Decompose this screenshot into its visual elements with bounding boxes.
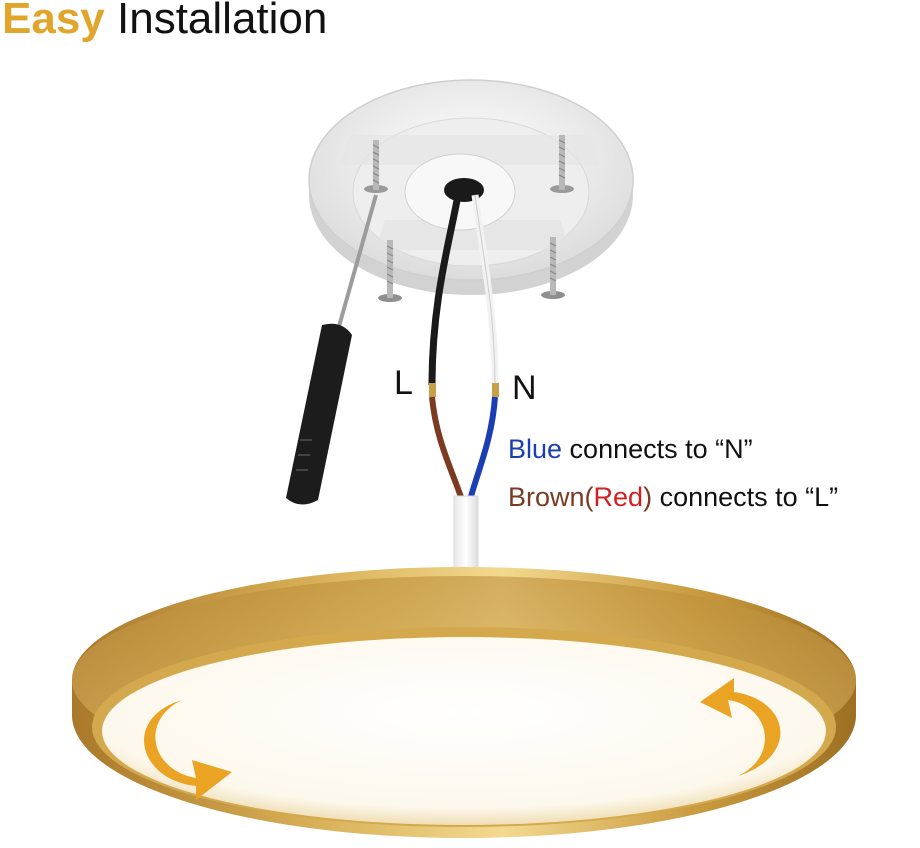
blue-word: Blue bbox=[508, 434, 563, 464]
blue-wire-note: Blue connects to “N” bbox=[508, 434, 753, 465]
brown-word: Brown( bbox=[508, 482, 594, 512]
screwdriver-icon bbox=[286, 194, 378, 505]
power-cable bbox=[453, 495, 479, 582]
ceiling-light-ring bbox=[72, 567, 856, 838]
neutral-label: N bbox=[512, 369, 537, 407]
blue-note-text: connects to “N” bbox=[562, 434, 753, 464]
red-word: Red bbox=[593, 482, 644, 512]
light-panel bbox=[102, 637, 826, 825]
page-title: Easy Installation bbox=[2, 0, 327, 44]
mounting-plate bbox=[308, 79, 634, 295]
live-label: L bbox=[394, 364, 413, 402]
blue-wire bbox=[467, 396, 498, 501]
title-text: Installation bbox=[117, 0, 328, 43]
screw-icon bbox=[541, 237, 565, 299]
rotate-arrow-icon bbox=[700, 678, 781, 776]
brown-note-text: connects to “L” bbox=[652, 482, 839, 512]
title-accent: Easy bbox=[2, 0, 105, 43]
brown-close-paren: ) bbox=[643, 482, 653, 512]
wiring bbox=[428, 194, 499, 582]
screw-icon bbox=[364, 140, 388, 193]
brown-wire-note: Brown(Red) connects to “L” bbox=[508, 482, 838, 513]
screw-icon bbox=[550, 135, 574, 193]
brown-wire bbox=[429, 396, 465, 501]
rotate-arrow-icon bbox=[144, 700, 232, 800]
screw-icon bbox=[378, 240, 402, 302]
